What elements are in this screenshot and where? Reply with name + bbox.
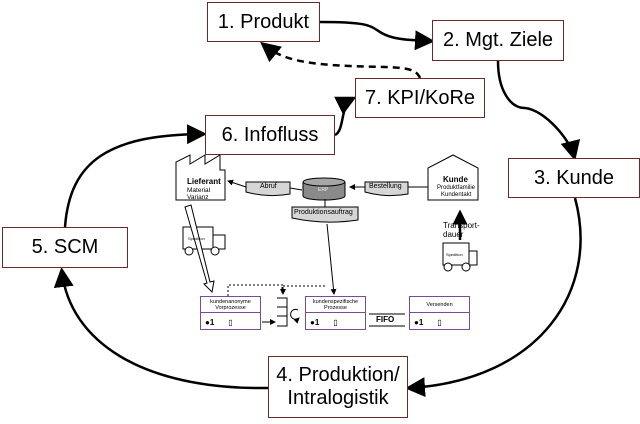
- bestellung-label: Bestellung: [369, 183, 402, 190]
- inventory-icon: ▯: [228, 318, 233, 327]
- truck-right-icon: [442, 242, 478, 272]
- operator-icon: ●: [414, 318, 419, 327]
- arrow-2-to-3: [496, 60, 581, 161]
- step-kpi-kore: 7. KPI/KoRe: [355, 78, 485, 118]
- process-name: kundenspezifische: [312, 298, 359, 305]
- erp-label: ERP: [318, 187, 329, 193]
- supplier-factory-icon: [175, 154, 226, 201]
- customer-house-icon: [427, 154, 479, 201]
- supplier-variance: Varianz: [187, 194, 209, 201]
- operator-icon: ●: [205, 318, 210, 327]
- process-name-2: Prozesse: [324, 304, 347, 311]
- abruf-tab: [245, 181, 291, 197]
- arrow-5-to-6: [63, 124, 207, 228]
- step-mgt-ziele: 2. Mgt. Ziele: [432, 20, 564, 61]
- arrow-1-to-2: [319, 20, 435, 51]
- customer-takt: Kundentakt: [441, 192, 472, 198]
- supermarket-icon: [277, 297, 288, 327]
- material-flow-arrow: [184, 204, 215, 294]
- inventory-icon: ▯: [333, 318, 338, 327]
- operator-count: 1: [314, 318, 320, 327]
- step-produktion-line2: Intralogistik: [287, 387, 389, 409]
- operator-count: 1: [209, 318, 215, 327]
- arrow-6-to-7: [334, 96, 357, 137]
- step-produkt: 1. Produkt: [207, 2, 320, 42]
- arrow-7-to-1-dashed: [260, 41, 422, 79]
- truck-left-label: Spedition: [188, 236, 205, 241]
- customer-family: Produktfamilie: [437, 185, 476, 191]
- step-produktion: 4. Produktion/ Intralogistik: [268, 356, 408, 418]
- customer-title: Kunde: [443, 175, 468, 184]
- operator-count: 1: [418, 318, 424, 327]
- process-name: kundenanonyme: [210, 298, 251, 305]
- step-scm: 5. SCM: [2, 227, 128, 268]
- fifo-label: FIFO: [376, 315, 395, 324]
- step-produktion-line1: 4. Produktion/: [276, 364, 400, 386]
- abruf-label: Abruf: [260, 183, 277, 190]
- process-name-2: Vorprozesse: [215, 304, 246, 311]
- bestellung-tab: [364, 181, 409, 197]
- step-infofluss: 6. Infofluss: [205, 115, 335, 155]
- rotation-icon: [290, 308, 300, 324]
- transport-label-2: dauer: [443, 230, 464, 239]
- inventory-icon: ▯: [437, 318, 442, 327]
- transport-label-1: Transport-: [443, 221, 480, 230]
- process-box-shipping: Versenden ●1 ▯: [409, 296, 470, 330]
- arrow-3-to-4: [405, 197, 582, 398]
- produktionsauftrag-label: Produktionsauftrag: [294, 209, 353, 216]
- arrow-4-to-5: [53, 267, 269, 390]
- erp-cylinder-icon: [302, 177, 346, 201]
- produktionsauftrag-tab: [291, 206, 359, 223]
- truck-right-label: Spedition: [446, 252, 463, 257]
- operator-icon: ●: [310, 318, 315, 327]
- supplier-material: Material: [187, 187, 211, 194]
- truck-left-icon: [182, 226, 226, 256]
- step-kunde: 3. Kunde: [508, 158, 640, 198]
- supplier-title: Lieferant: [187, 177, 221, 186]
- process-name: Versenden: [426, 301, 453, 308]
